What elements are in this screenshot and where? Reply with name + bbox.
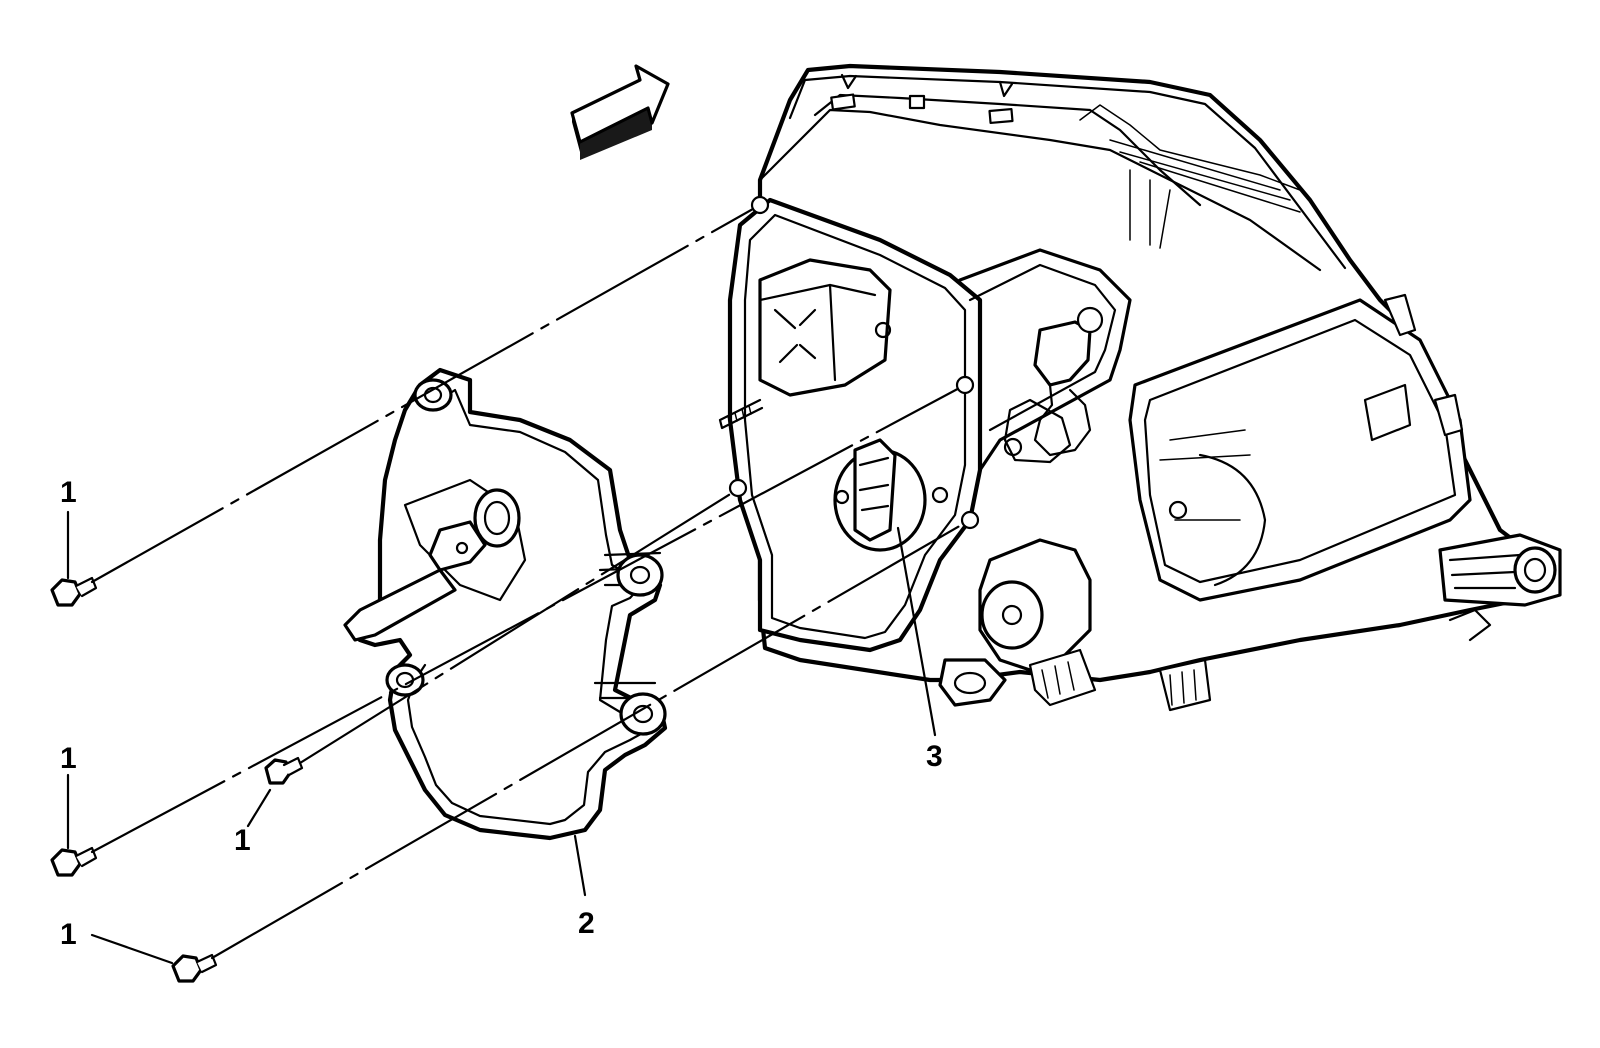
callout-fastener-2: 1 — [60, 742, 77, 775]
leader-lines — [66, 510, 937, 965]
callout-connector: 3 — [926, 740, 943, 773]
control-module — [758, 258, 892, 397]
bulb-socket — [1003, 306, 1104, 464]
callout-housing-cover: 2 — [578, 907, 595, 940]
housing-cover — [343, 367, 668, 841]
cover-bulb-socket — [343, 478, 527, 642]
callout-fastener-1: 1 — [60, 476, 77, 509]
electrical-connector — [833, 438, 949, 552]
alignment-lines — [90, 195, 980, 960]
screw-mid — [264, 756, 304, 785]
right-mount-bracket — [1438, 533, 1562, 642]
screw-bottom — [171, 953, 218, 983]
leveling-actuator — [978, 538, 1097, 707]
screw-bottom-left — [50, 846, 98, 877]
callout-fastener-3: 1 — [234, 824, 251, 857]
callout-fastener-4: 1 — [60, 918, 77, 951]
headlamp-housing — [718, 63, 1562, 712]
screw-top-left — [50, 576, 98, 607]
direction-arrow-icon — [570, 64, 670, 160]
side-access-panel — [1128, 298, 1472, 602]
